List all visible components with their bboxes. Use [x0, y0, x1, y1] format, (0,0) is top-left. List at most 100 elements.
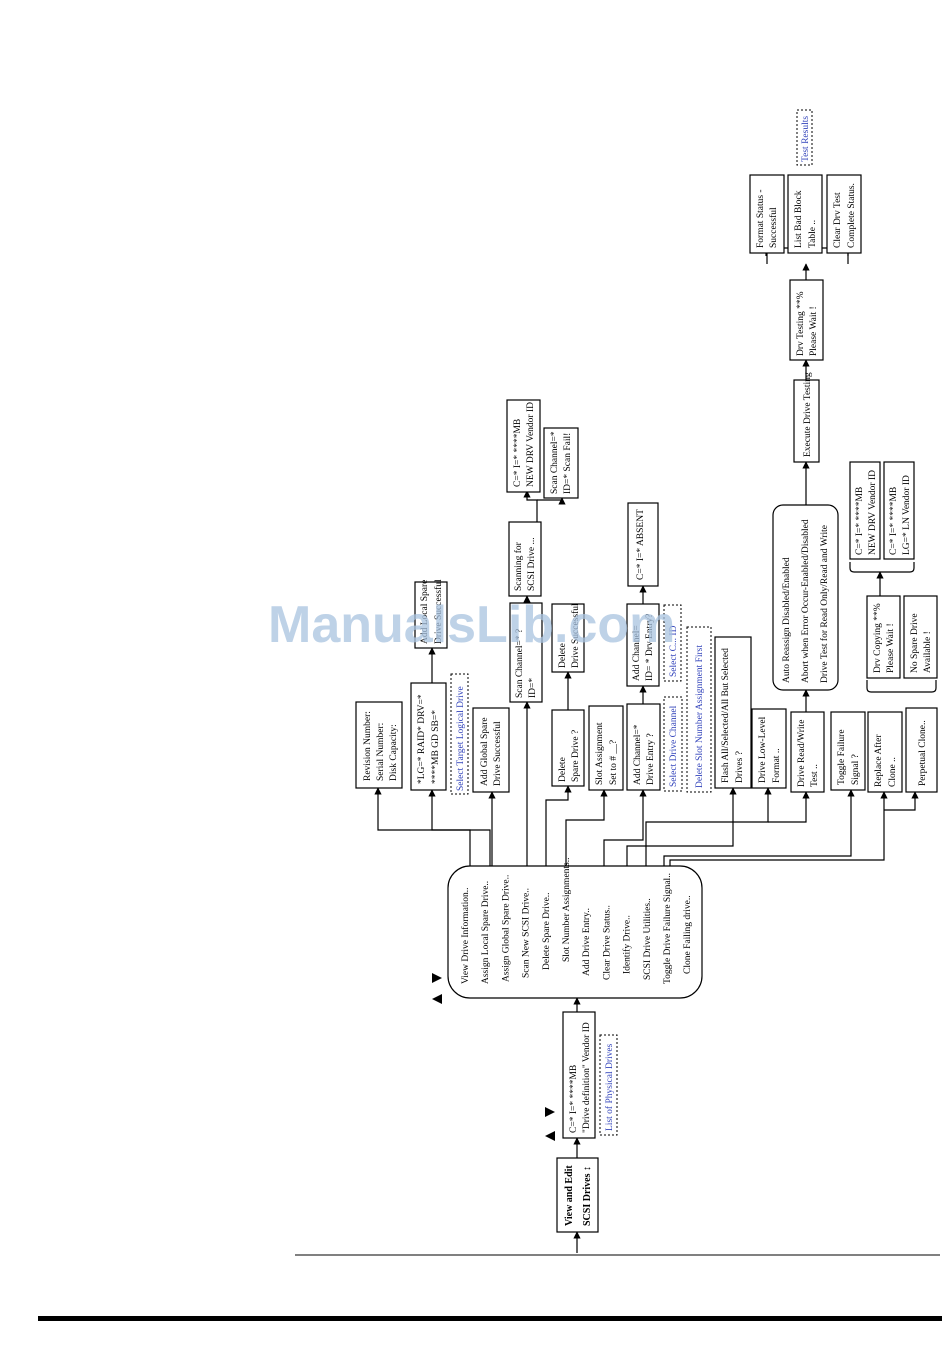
- rw-options-node[interactable]: Auto Reassign Disabled/Enabled Abort whe…: [772, 504, 839, 691]
- low-level-format-node[interactable]: Drive Low-Level Format ..: [751, 708, 787, 789]
- view-drive-info-node[interactable]: Revision Number: Serial Number: Disk Cap…: [355, 701, 403, 789]
- flash-line2: Drives ?: [735, 751, 745, 783]
- svg-text:Drive Successful: Drive Successful: [492, 721, 503, 786]
- execute-testing-node[interactable]: Execute Drive Testing: [793, 372, 820, 463]
- menu-item-9[interactable]: Identify Drive..: [622, 915, 633, 974]
- svg-text:NEW DRV Vendor ID: NEW DRV Vendor ID: [868, 470, 878, 555]
- delete-slot-first-label: Delete Slot Number Assignment First: [686, 626, 712, 793]
- menu-item-12[interactable]: Clone Failing drive..: [683, 895, 693, 974]
- menu-item-2[interactable]: Assign Local Spare Drive..: [481, 881, 491, 984]
- svg-text:Successful: Successful: [768, 207, 779, 248]
- svg-text:No Spare Drive: No Spare Drive: [910, 613, 920, 673]
- format-line1: Drive Low-Level: [758, 716, 768, 783]
- svg-text:ID=* Scan Fail!: ID=* Scan Fail!: [563, 433, 573, 494]
- add-entry2-line2: ID= * Drv Entry?: [645, 614, 655, 681]
- scan-channel-node[interactable]: Scan Channel=* ? ID=*: [509, 602, 543, 703]
- triangle-right-icon: [545, 1107, 555, 1117]
- drive-copying-node: Drv Copying **% Please Wait !: [866, 595, 901, 679]
- local-spare-line2: ****MB GD SB=*: [431, 710, 441, 784]
- info-revision: Revision Number:: [363, 711, 373, 781]
- select-target-logical-drive-label: Select Target Logical Drive: [450, 673, 469, 795]
- triangle-left-icon: [432, 994, 442, 1004]
- svg-text:Select Drive Channel: Select Drive Channel: [669, 705, 679, 787]
- flash-drives-node[interactable]: Flash All/Selected/All But Selected Driv…: [714, 636, 752, 789]
- select-c-id-label: Select C... ID: [663, 604, 682, 682]
- rw-line2: Test ..: [810, 764, 820, 787]
- root-line2: SCSI Drives ↕: [582, 1166, 593, 1226]
- flash-line1: Flash All/Selected/All But Selected: [721, 648, 731, 783]
- drive-entry-line2: "Drive definition" Vendor ID: [581, 1022, 592, 1133]
- abort-on-error-option[interactable]: Abort when Error Occur-Enabled/Disabled: [801, 519, 811, 683]
- svg-text:Drive Successful: Drive Successful: [570, 603, 581, 668]
- svg-text:Scanning for: Scanning for: [513, 541, 524, 591]
- add-entry-line2: Drive Entry ?: [646, 733, 656, 785]
- toggle-line1: Toggle Failure: [837, 729, 847, 785]
- copying-group: [866, 680, 937, 693]
- format-status-node: Format Status - Successful: [749, 174, 785, 254]
- scsi-drive-menu: View Drive Information.. Assign Local Spa…: [447, 857, 703, 999]
- menu-item-11[interactable]: Toggle Drive Failure Signal..: [663, 873, 673, 984]
- clone-new-drive-node: C=* I=* ****MB NEW DRV Vendor ID: [849, 461, 881, 560]
- root-line1: View and Edit: [564, 1165, 575, 1226]
- menu-item-4[interactable]: Scan New SCSI Drive..: [522, 888, 532, 978]
- local-spare-result-node: Add Local Spare Drive Successful: [414, 579, 448, 649]
- clone-ln-node: C=* I=* ****MB LG=* LN Vendor ID: [883, 461, 915, 560]
- clear-test-status-node[interactable]: Clear Drv Test Complete Status.: [826, 174, 862, 254]
- rw-line1: Drive Read/Write: [797, 720, 807, 787]
- svg-text:C=* I=* ****MB: C=* I=* ****MB: [855, 487, 865, 555]
- menu-item-1[interactable]: View Drive Information..: [460, 887, 471, 984]
- auto-reassign-option[interactable]: Auto Reassign Disabled/Enabled: [782, 557, 792, 683]
- svg-text:NEW DRV Vendor ID: NEW DRV Vendor ID: [526, 402, 536, 487]
- menu-item-10[interactable]: SCSI Drive Utilities..: [643, 898, 653, 980]
- menu-item-3[interactable]: Assign Global Spare Drive..: [501, 875, 511, 982]
- scanning-node: Scanning for SCSI Drive ...: [508, 521, 542, 597]
- perpetual-clone-node[interactable]: Perpetual Clone..: [905, 707, 938, 793]
- scan-line2: ID=*: [528, 678, 538, 698]
- triangle-right-icon: [432, 973, 442, 983]
- menu-item-6[interactable]: Slot Number Assignments..: [562, 857, 572, 962]
- test-mode-option[interactable]: Drive Test for Read Only/Read and Write: [819, 525, 830, 683]
- scan-fail-node: Scan Channel=* ID=* Scan Fail!: [543, 427, 579, 499]
- add-entry-line1: Add Channel=*: [633, 724, 643, 785]
- read-write-test-node[interactable]: Drive Read/Write Test ..: [790, 711, 825, 793]
- add-entry-confirm-node[interactable]: Add Channel= ID= * Drv Entry?: [626, 603, 660, 687]
- svg-text:Delete: Delete: [558, 643, 568, 668]
- replace-after-clone-node[interactable]: Replace After Clone ..: [867, 711, 903, 793]
- local-spare-line1: *LG=* RAID* DRV=*: [417, 694, 427, 784]
- svg-text:Please Wait !: Please Wait !: [809, 306, 819, 356]
- format-line2: Format ..: [772, 748, 782, 783]
- drive-testing-node: Drv Testing **% Please Wait !: [789, 279, 824, 361]
- clear-test-line2: Complete Status.: [847, 183, 857, 248]
- delete-spare-node[interactable]: Delete Spare Drive ?: [551, 709, 585, 787]
- drive-entry-node[interactable]: C=* I=* ****MB "Drive definition" Vendor…: [562, 1011, 596, 1139]
- svg-text:Drv Testing **%: Drv Testing **%: [796, 291, 806, 356]
- menu-item-7[interactable]: Add Drive Entry..: [582, 908, 592, 976]
- view-edit-scsi-drives-node[interactable]: View and Edit SCSI Drives ↕: [556, 1157, 599, 1233]
- local-spare-node[interactable]: *LG=* RAID* DRV=* ****MB GD SB=*: [410, 682, 447, 791]
- add-entry2-line1: Add Channel=: [632, 625, 642, 681]
- slot-assignment-node[interactable]: Slot Assignment Set to # __?: [588, 705, 624, 791]
- replace-line2: Clone ..: [888, 757, 898, 787]
- svg-text:Available !: Available !: [923, 631, 933, 673]
- svg-text:SCSI Drive ...: SCSI Drive ...: [527, 537, 537, 591]
- scan-ok-node: C=* I=* ****MB NEW DRV Vendor ID: [506, 399, 541, 493]
- info-serial: Serial Number:: [376, 723, 386, 781]
- global-spare-result-node: Add Global Spare Drive Successful: [472, 707, 510, 793]
- add-drive-entry-node[interactable]: Add Channel=* Drive Entry ?: [626, 703, 661, 791]
- svg-text:Test Results: Test Results: [801, 116, 811, 162]
- svg-text:Select Target Logical Drive: Select Target Logical Drive: [456, 686, 466, 791]
- clone-result-group: [849, 562, 915, 573]
- watermark: ManualsLib.com: [268, 596, 675, 654]
- list-physical-drives-label: List of Physical Drives: [599, 1034, 618, 1136]
- delete-line2: Spare Drive ?: [571, 730, 581, 782]
- bad-block-line2: Table ..: [808, 220, 818, 248]
- triangle-left-icon: [545, 1131, 555, 1141]
- bad-block-node[interactable]: List Bad Block Table ..: [787, 174, 823, 254]
- toggle-line2: Signal ?: [851, 754, 861, 785]
- svg-text:List of Physical Drives: List of Physical Drives: [604, 1043, 615, 1131]
- menu-item-8[interactable]: Clear Drive Status..: [602, 905, 612, 980]
- slot-line2: Set to # __?: [609, 740, 619, 785]
- toggle-failure-signal-node[interactable]: Toggle Failure Signal ?: [830, 711, 866, 791]
- svg-text:Add Global Spare: Add Global Spare: [480, 717, 490, 786]
- menu-item-5[interactable]: Delete Spare Drive..: [542, 892, 552, 970]
